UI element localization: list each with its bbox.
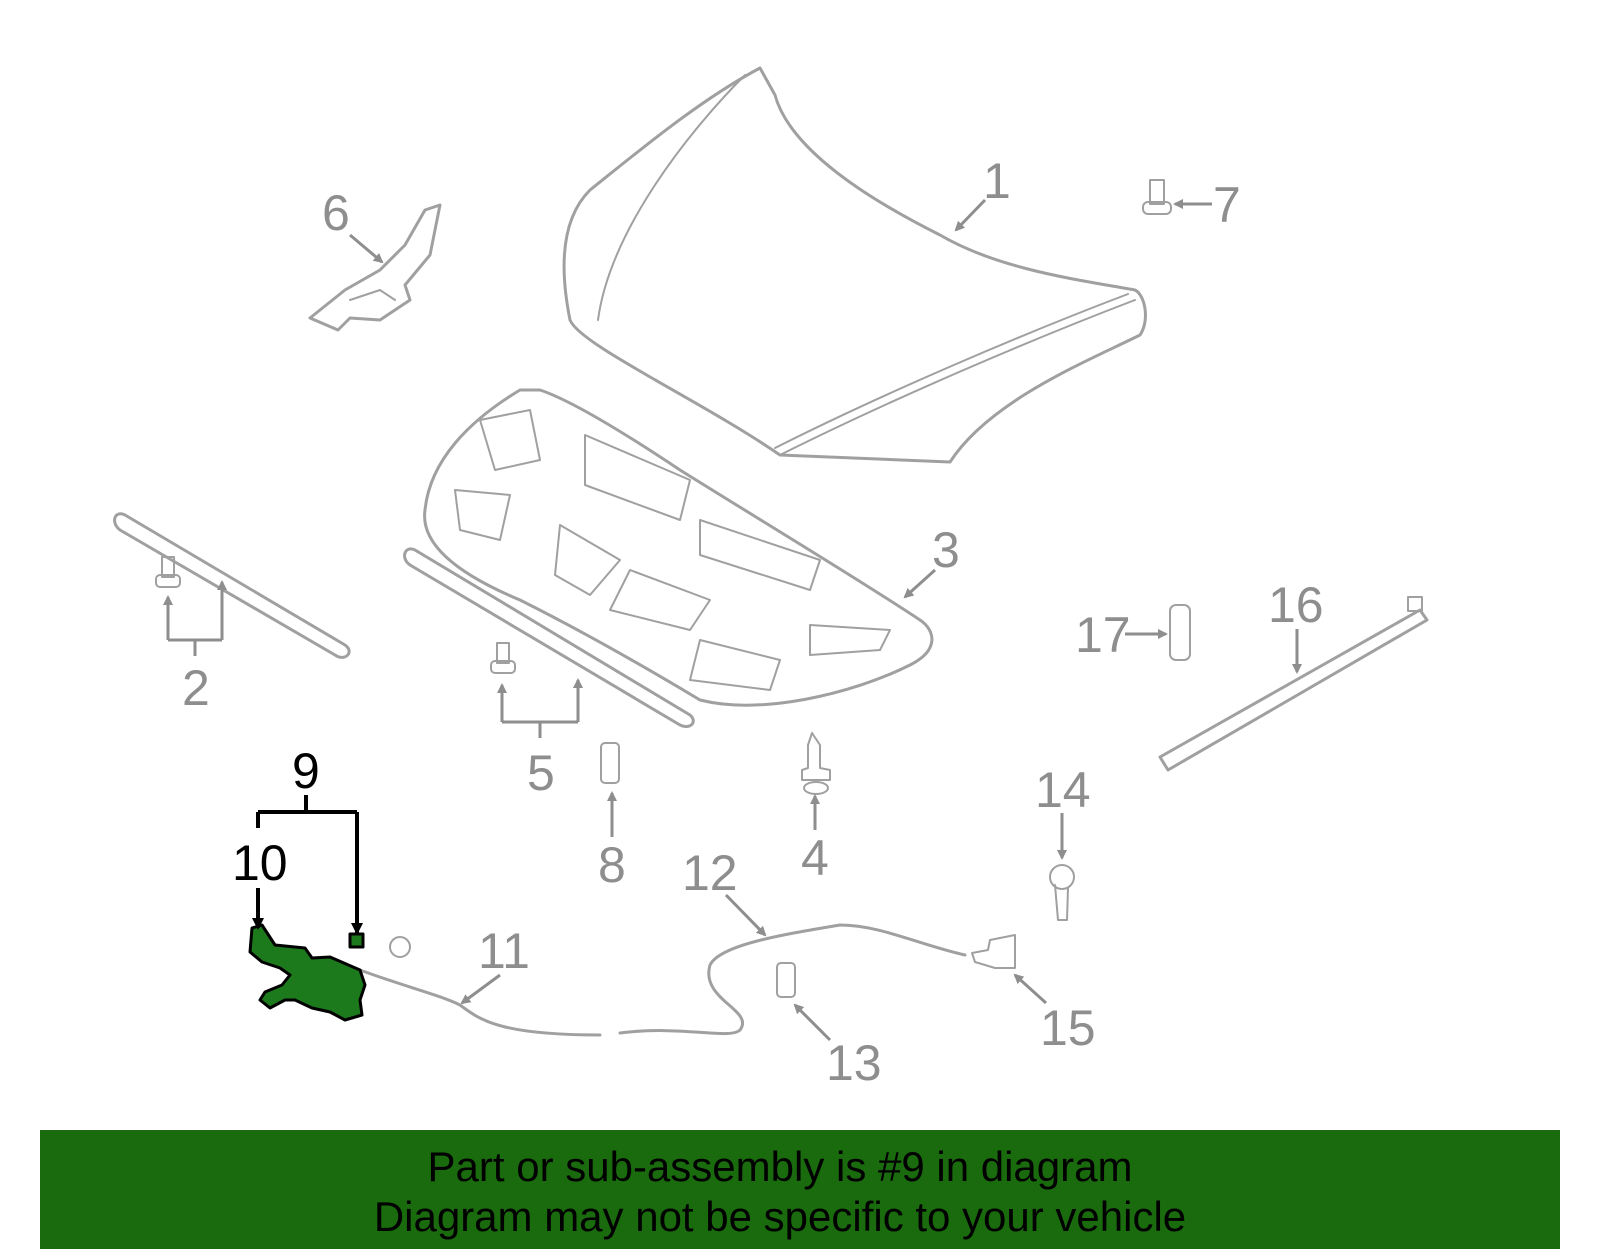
callout-17[interactable]: 17 [1075,607,1131,663]
callout-11[interactable]: 11 [478,923,530,979]
notice-bar-background [40,1130,1560,1249]
bumper-13[interactable] [776,962,796,998]
callout-5[interactable]: 5 [527,745,555,801]
hood-hinge-bracket[interactable] [308,203,442,332]
callout-7[interactable]: 7 [1213,177,1241,233]
callout-14[interactable]: 14 [1035,762,1091,818]
callout-2[interactable]: 2 [182,660,210,716]
notice-bar: Part or sub-assembly is #9 in diagram Di… [40,1130,1560,1249]
hood-insulator[interactable] [423,388,934,707]
leader-lines [163,198,1302,1042]
hood-support-strut[interactable] [1158,596,1429,772]
callout-6[interactable]: 6 [322,185,350,241]
callout-13[interactable]: 13 [826,1035,882,1091]
front-seal-strip[interactable] [113,512,351,659]
hood-panel[interactable] [562,66,1147,464]
fastener-2[interactable] [155,556,181,588]
callout-15[interactable]: 15 [1040,1000,1096,1056]
push-clip-4[interactable] [801,732,831,795]
clip-7[interactable] [1142,179,1172,215]
release-handle[interactable] [1049,864,1075,921]
fastener-5[interactable] [490,642,516,674]
callout-10[interactable]: 10 [232,835,288,891]
leader-lines-active [252,795,363,935]
callout-12[interactable]: 12 [682,845,738,901]
notice-line-1: Part or sub-assembly is #9 in diagram [427,1143,1133,1190]
callout-1[interactable]: 1 [983,153,1011,209]
bumper-8[interactable] [600,742,620,784]
callout-16[interactable]: 16 [1268,577,1324,633]
hood-latch-assembly[interactable] [248,923,367,1022]
bumper-17[interactable] [1169,604,1191,661]
rear-seal-strip[interactable] [403,547,695,729]
cable-bracket[interactable] [971,934,1016,969]
callout-labels: 1 2 3 4 5 6 7 8 9 10 11 12 13 14 15 16 1… [182,153,1324,1091]
notice-line-2: Diagram may not be specific to your vehi… [373,1193,1187,1240]
callout-4[interactable]: 4 [801,830,829,886]
release-cable[interactable] [358,923,967,1037]
callout-9[interactable]: 9 [292,743,320,799]
callout-8[interactable]: 8 [598,837,626,893]
callout-3[interactable]: 3 [932,522,960,578]
